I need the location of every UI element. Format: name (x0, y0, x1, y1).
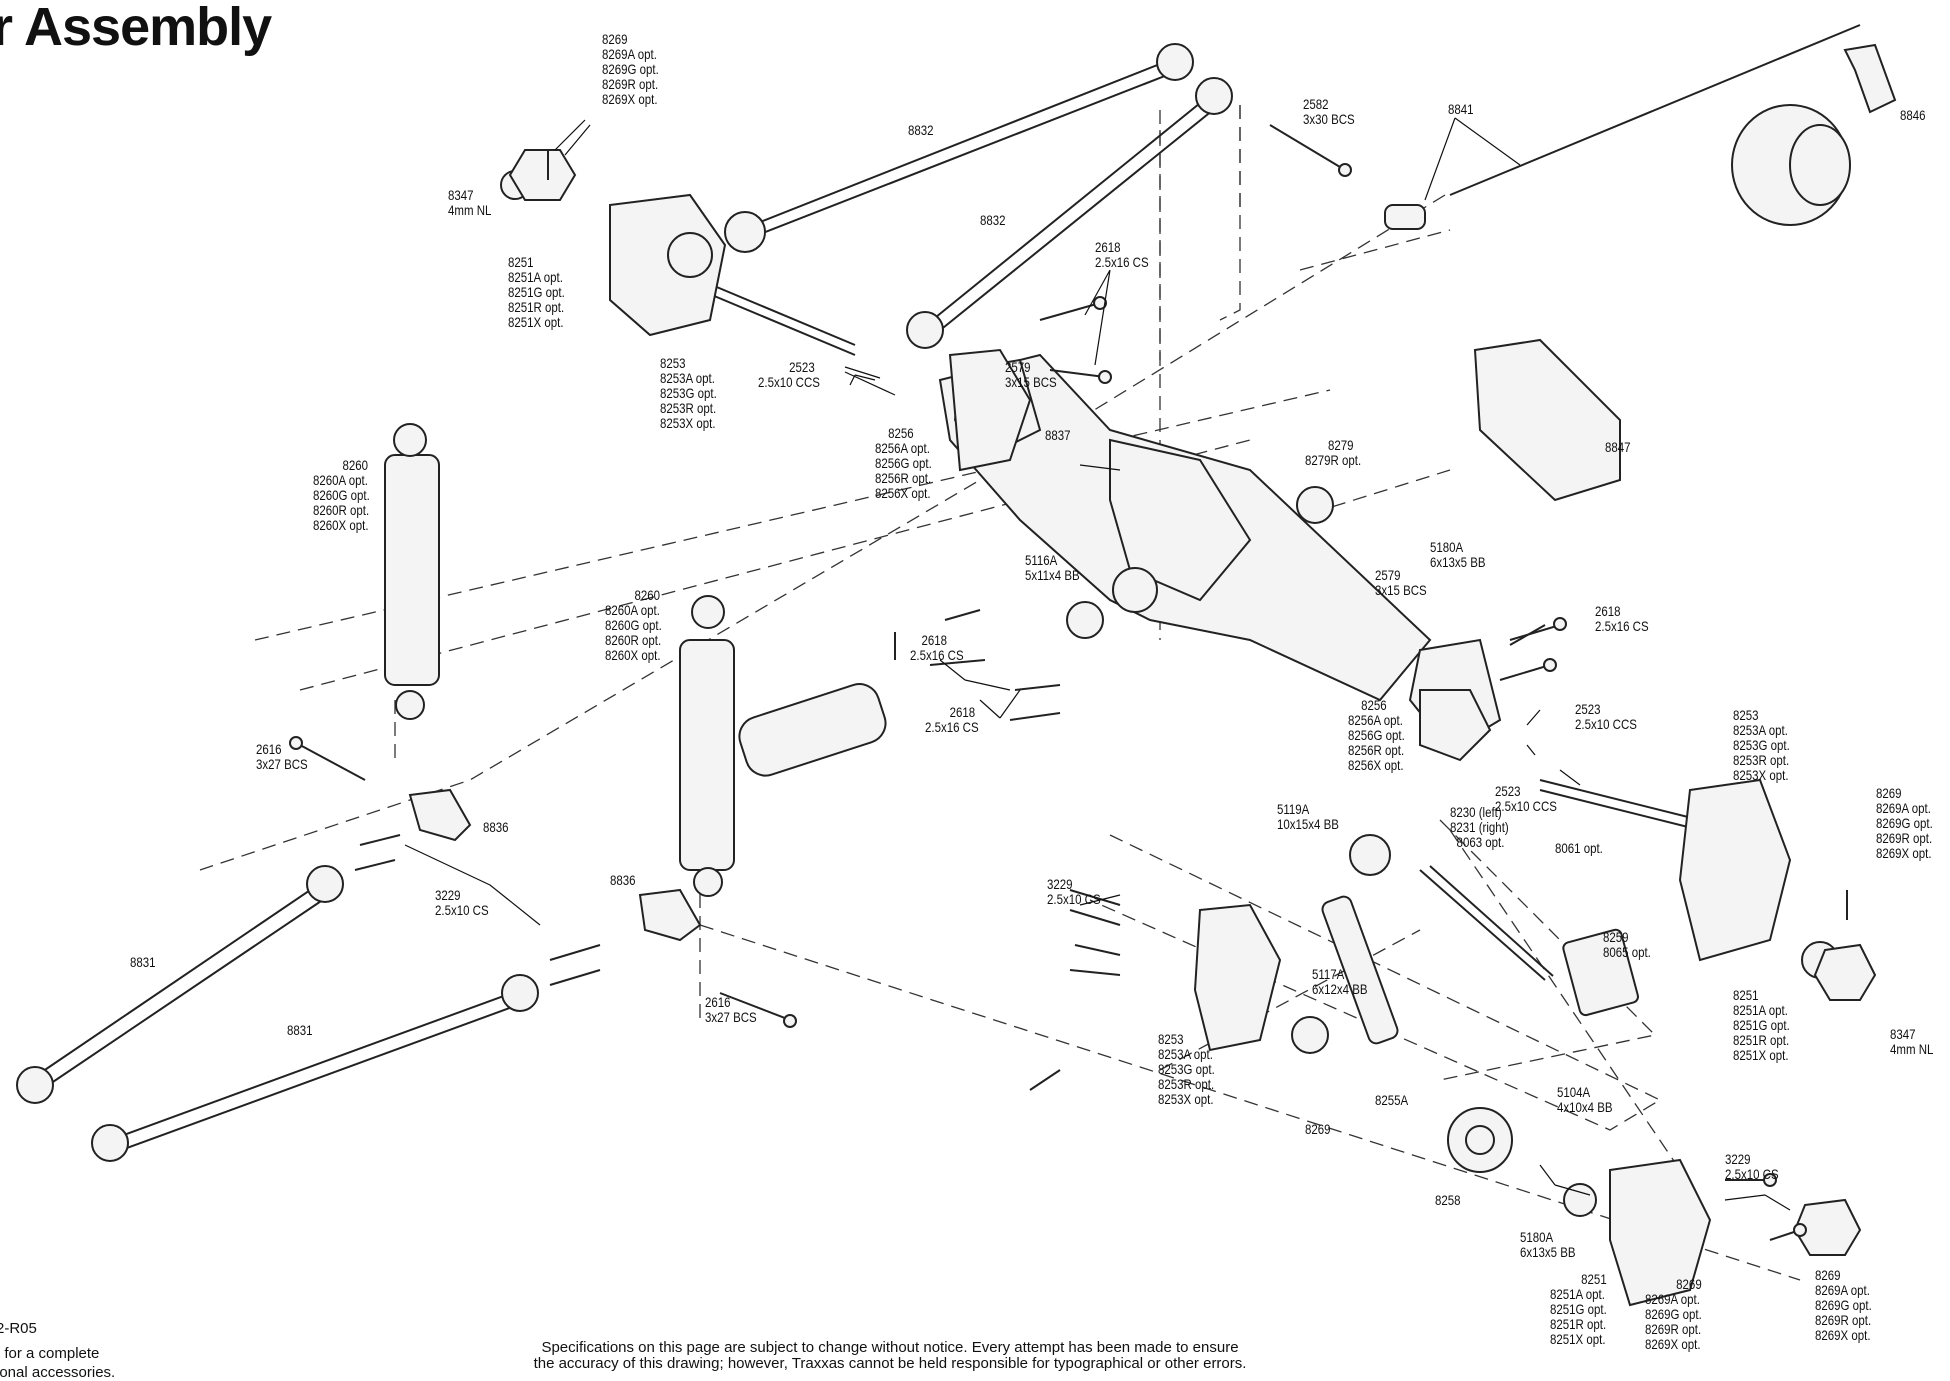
leader-lines (404, 117, 1791, 1211)
callout-8269-lone: 8269 (1305, 1121, 1331, 1137)
callout-8255A: 8255A (1375, 1092, 1409, 1108)
callout-8832-b: 8832 (980, 212, 1006, 228)
callout-8831-a: 8831 (130, 954, 156, 970)
callout-8847: 8847 (1605, 439, 1631, 455)
shock-right (679, 595, 735, 897)
callout-8841: 8841 (1448, 101, 1474, 117)
callout-8258: 8258 (1435, 1192, 1461, 1208)
callout-8230: 8230 (left)8231 (right)8063 opt. (1450, 804, 1509, 850)
callout-8832-a: 8832 (908, 122, 934, 138)
callout-8837: 8837 (1045, 427, 1071, 443)
upper-links (724, 43, 1233, 349)
callout-8831-b: 8831 (287, 1022, 313, 1038)
footer-code: 2-R05 (0, 1320, 37, 1337)
disclaimer: Specifications on this page are subject … (533, 1339, 1247, 1372)
footer-line-1: t for a complete (0, 1345, 100, 1362)
callout-8846: 8846 (1900, 107, 1926, 123)
callout-8061: 8061 opt. (1555, 840, 1603, 856)
portal-cases (609, 193, 1839, 1307)
callout-8836-right: 8836 (610, 872, 636, 888)
axle-shafts (699, 279, 1701, 981)
page-title: r Assembly (0, 0, 272, 57)
lower-links (16, 865, 539, 1162)
differential (1384, 24, 1897, 230)
footer-line-2: ional accessories. (0, 1364, 116, 1381)
shock-left (384, 423, 440, 720)
gears-bearings (408, 149, 1877, 1256)
screws (289, 124, 1848, 1241)
callout-8836-left: 8836 (483, 819, 509, 835)
